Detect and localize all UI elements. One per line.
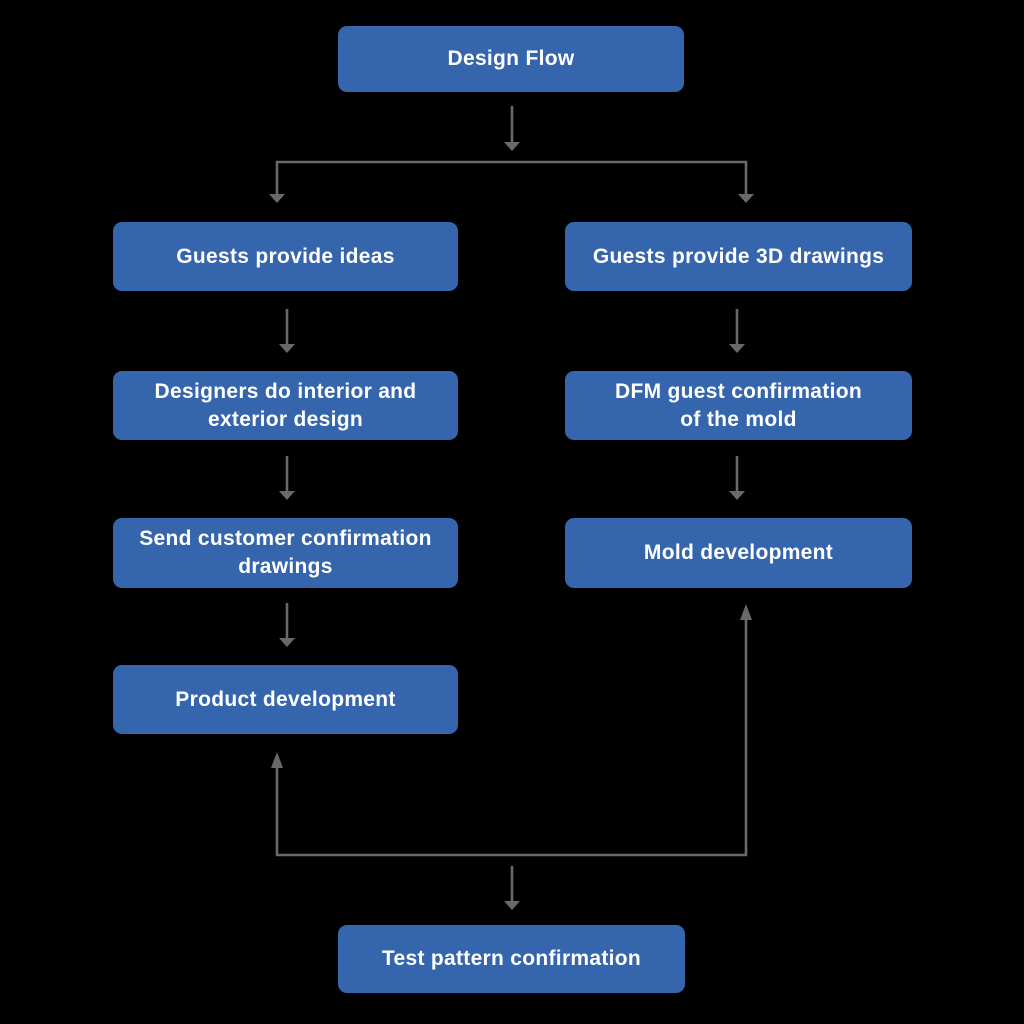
node-label: Send customer confirmation <box>139 527 432 550</box>
node-label: of the mold <box>680 407 797 431</box>
node-label: Test pattern confirmation <box>381 947 642 970</box>
node-label: Product development <box>175 687 396 711</box>
arrow-guestsideas-to-designers <box>279 309 295 353</box>
node-designers-interior-exterior: Designers do interior and exterior desig… <box>113 371 458 440</box>
node-guests-provide-3d-drawings: Guests provide 3D drawings <box>565 222 912 291</box>
node-label: Mold development <box>643 541 834 564</box>
node-design-flow: Design Flow <box>338 26 684 92</box>
arrow-dfm-to-molddev <box>729 456 745 500</box>
arrowhead-down-left <box>269 194 285 203</box>
node-mold-development: Mold development <box>565 518 912 588</box>
node-label: Design Flow <box>447 47 575 70</box>
arrowhead-down-right <box>738 194 754 203</box>
arrowhead-up-productdev <box>271 752 283 768</box>
node-send-customer-confirmation-drawings: Send customer confirmation drawings <box>113 518 458 588</box>
arrow-designers-to-senddrawings <box>279 456 295 500</box>
feedback-connector <box>271 604 752 857</box>
node-label: Guests provide ideas <box>176 244 395 268</box>
node-label: Guests provide 3D drawings <box>592 244 885 268</box>
arrow-senddrawings-to-productdev <box>279 603 295 647</box>
split-connector <box>269 160 754 203</box>
node-dfm-guest-confirmation: DFM guest confirmation of the mold <box>565 371 912 440</box>
node-test-pattern-confirmation: Test pattern confirmation <box>338 925 685 993</box>
arrow-designflow-to-split <box>504 106 520 151</box>
arrowhead-up-molddev <box>740 604 752 620</box>
node-label: Designers do interior and <box>154 379 417 403</box>
node-guests-provide-ideas: Guests provide ideas <box>113 222 458 291</box>
arrow-guests3d-to-dfm <box>729 309 745 353</box>
node-label: exterior design <box>207 407 364 431</box>
node-label: DFM guest confirmation <box>615 379 862 403</box>
node-label: drawings <box>238 555 333 578</box>
node-product-development: Product development <box>113 665 458 734</box>
arrow-split-to-testpattern <box>504 866 520 910</box>
